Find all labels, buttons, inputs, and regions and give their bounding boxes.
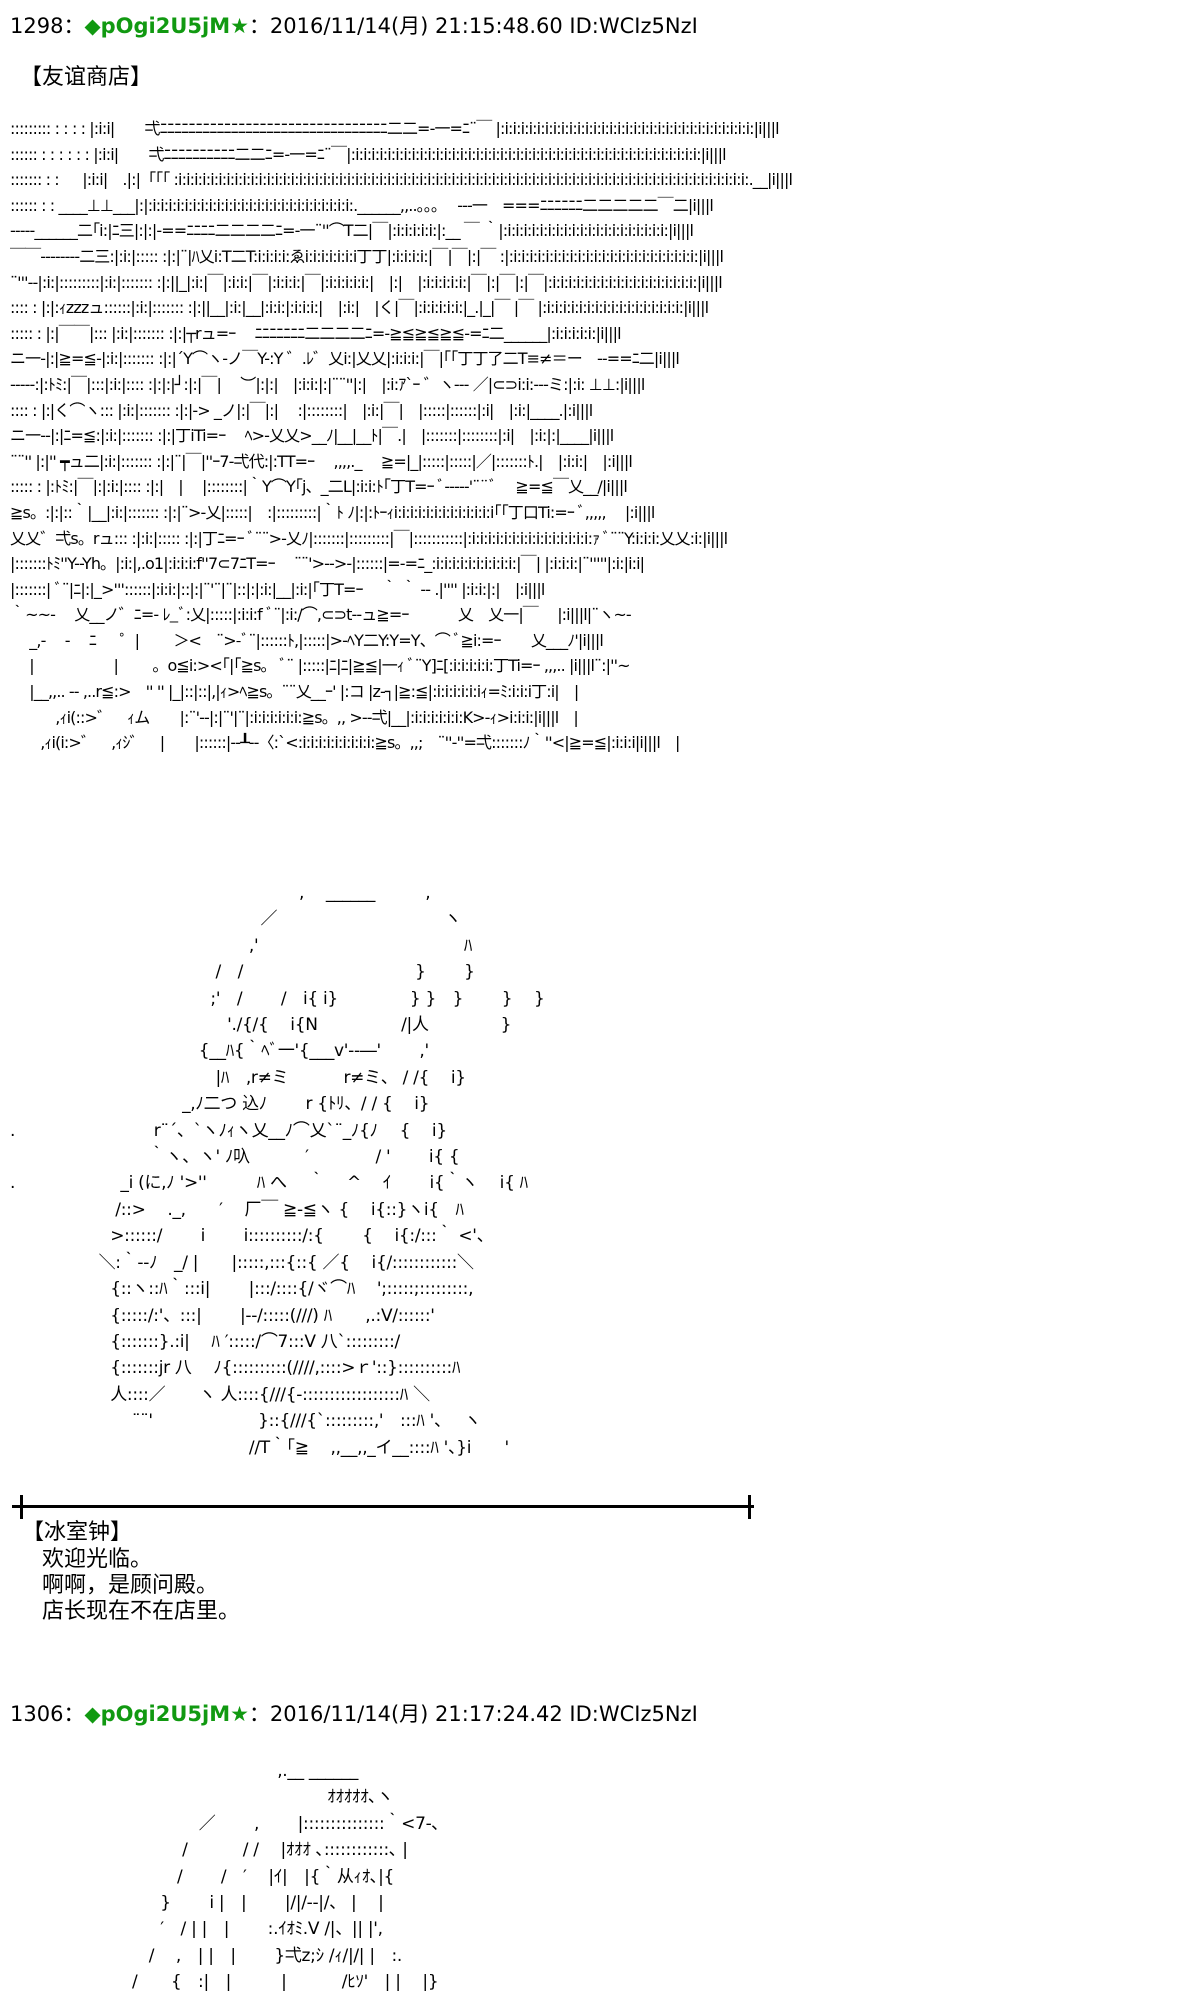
character-ascii-art-2: ,.__ ______ ｵｵｵｵｵ､ヽ ／ , |:::::::::::::::… (132, 1761, 440, 1993)
post-header-1298: 1298：◆pOgi2U5jM★：2016/11/14(月) 21:15:48.… (10, 12, 698, 40)
speech-line-2: 啊啊，是顾问殿。 (42, 1573, 219, 1598)
divider-right-cap (748, 1495, 751, 1519)
speaker-name: 【冰室钟】 (22, 1520, 133, 1545)
tripcode[interactable]: pOgi2U5jM (100, 1702, 231, 1726)
post-datetime-id: ：2016/11/14(月) 21:15:48.60 ID:WCIz5NzI (248, 14, 698, 38)
post-separator: ： (63, 1702, 85, 1726)
speech-line-3: 店长现在不在店里。 (42, 1599, 241, 1624)
divider-line (12, 1505, 754, 1508)
trip-diamond-icon: ◆ (84, 14, 101, 38)
divider-left-cap (20, 1495, 23, 1519)
trip-diamond-icon: ◆ (84, 1702, 101, 1726)
shop-ascii-art: ::::::::: : : : : |:i:i| 弌ﾆﾆﾆﾆﾆﾆﾆﾆﾆﾆﾆﾆﾆﾆ… (10, 119, 793, 753)
character-ascii-art: , ______ , ／ ヽ ,' ﾊ / / } } ;' / / i{ i}… (10, 883, 545, 1458)
post-header-1306: 1306：◆pOgi2U5jM★：2016/11/14(月) 21:17:24.… (10, 1700, 698, 1728)
tripcode[interactable]: pOgi2U5jM (100, 14, 231, 38)
star-icon: ★ (230, 14, 249, 38)
post-number: 1298 (10, 14, 64, 38)
location-label: 【友谊商店】 (20, 65, 153, 90)
post-datetime-id: ：2016/11/14(月) 21:17:24.42 ID:WCIz5NzI (248, 1702, 698, 1726)
post-separator: ： (63, 14, 85, 38)
post-number: 1306 (10, 1702, 64, 1726)
star-icon: ★ (230, 1702, 249, 1726)
speech-line-1: 欢迎光临。 (42, 1547, 153, 1572)
